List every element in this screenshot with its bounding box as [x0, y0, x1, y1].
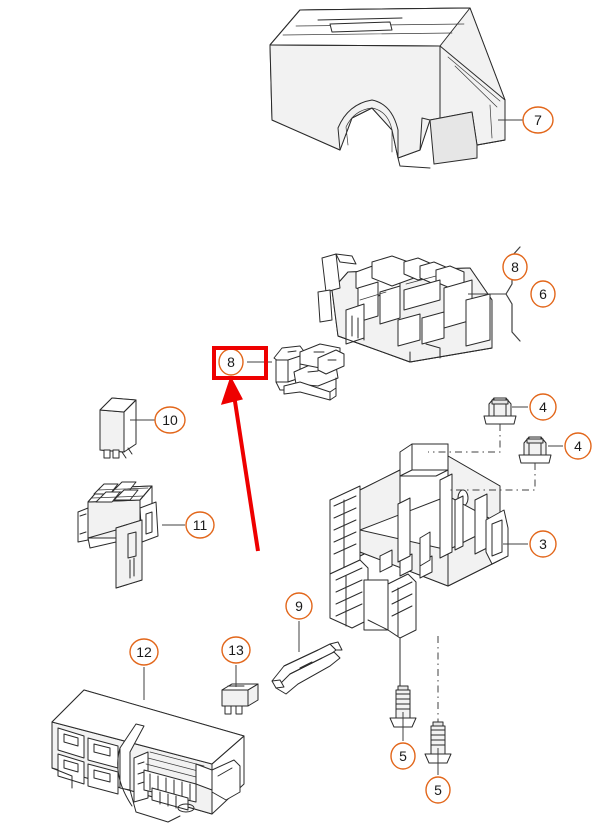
- callout-8-highlighted[interactable]: 8: [218, 348, 244, 376]
- callout-label: 9: [295, 598, 303, 614]
- part-6-fuse-holder-assembly: [317, 253, 493, 363]
- part-3-mounting-bracket: [329, 443, 509, 701]
- callout-label: 13: [228, 642, 244, 658]
- callout-label: 5: [399, 748, 407, 764]
- part-8-retaining-bracket: [273, 343, 345, 401]
- callout-9[interactable]: 9: [285, 592, 313, 620]
- highlight-annotation: [212, 346, 268, 552]
- part-9-fuse-puller: [271, 641, 343, 695]
- nut-upper-assembly-line: [428, 424, 501, 453]
- callout-label: 3: [539, 536, 547, 552]
- callout-4-lower[interactable]: 4: [564, 432, 592, 460]
- callout-10[interactable]: 10: [154, 406, 186, 434]
- callout-label: 6: [539, 286, 547, 302]
- callout-label: 4: [539, 399, 547, 415]
- callout-12[interactable]: 12: [129, 638, 159, 666]
- callout-8-top[interactable]: 8: [502, 253, 528, 281]
- highlight-arrow-shaft: [232, 394, 260, 552]
- callout-3[interactable]: 3: [529, 530, 557, 558]
- part-7-fuse-box-cover: [269, 7, 506, 169]
- nut-lower-assembly-line: [448, 463, 536, 491]
- part-5-flange-bolt-right: [424, 721, 452, 764]
- callout-label: 8: [511, 259, 519, 275]
- callout-label: 8: [227, 354, 235, 370]
- callout-13[interactable]: 13: [221, 636, 251, 664]
- callout-label: 10: [162, 412, 178, 428]
- part-4-hex-flange-nut-lower: [518, 436, 552, 464]
- callout-6[interactable]: 6: [530, 280, 556, 308]
- part-13-blade-fuse: [221, 683, 259, 715]
- callout-label: 11: [193, 517, 208, 533]
- leader-lines: [130, 119, 563, 775]
- callout-5-left[interactable]: 5: [390, 742, 416, 770]
- callout-label: 7: [534, 112, 542, 128]
- part-4-hex-flange-nut-upper: [483, 397, 517, 425]
- part-10-relay: [99, 397, 137, 459]
- part-11-connector-housing: [77, 481, 159, 589]
- callout-label: 12: [136, 644, 152, 660]
- callout-label: 5: [434, 782, 442, 798]
- callout-7[interactable]: 7: [522, 106, 554, 134]
- highlight-arrow-head: [220, 375, 243, 405]
- part-5-flange-bolt-left: [389, 685, 417, 728]
- highlight-box: [212, 346, 268, 380]
- callout-label: 4: [574, 438, 582, 454]
- callout-11[interactable]: 11: [185, 511, 215, 539]
- part-12-fuse-box-body: [51, 689, 245, 823]
- callout-5-right[interactable]: 5: [425, 776, 451, 804]
- callout-4-upper[interactable]: 4: [529, 393, 557, 421]
- callout-group: 7 8 6 8 10 4 4: [129, 106, 592, 804]
